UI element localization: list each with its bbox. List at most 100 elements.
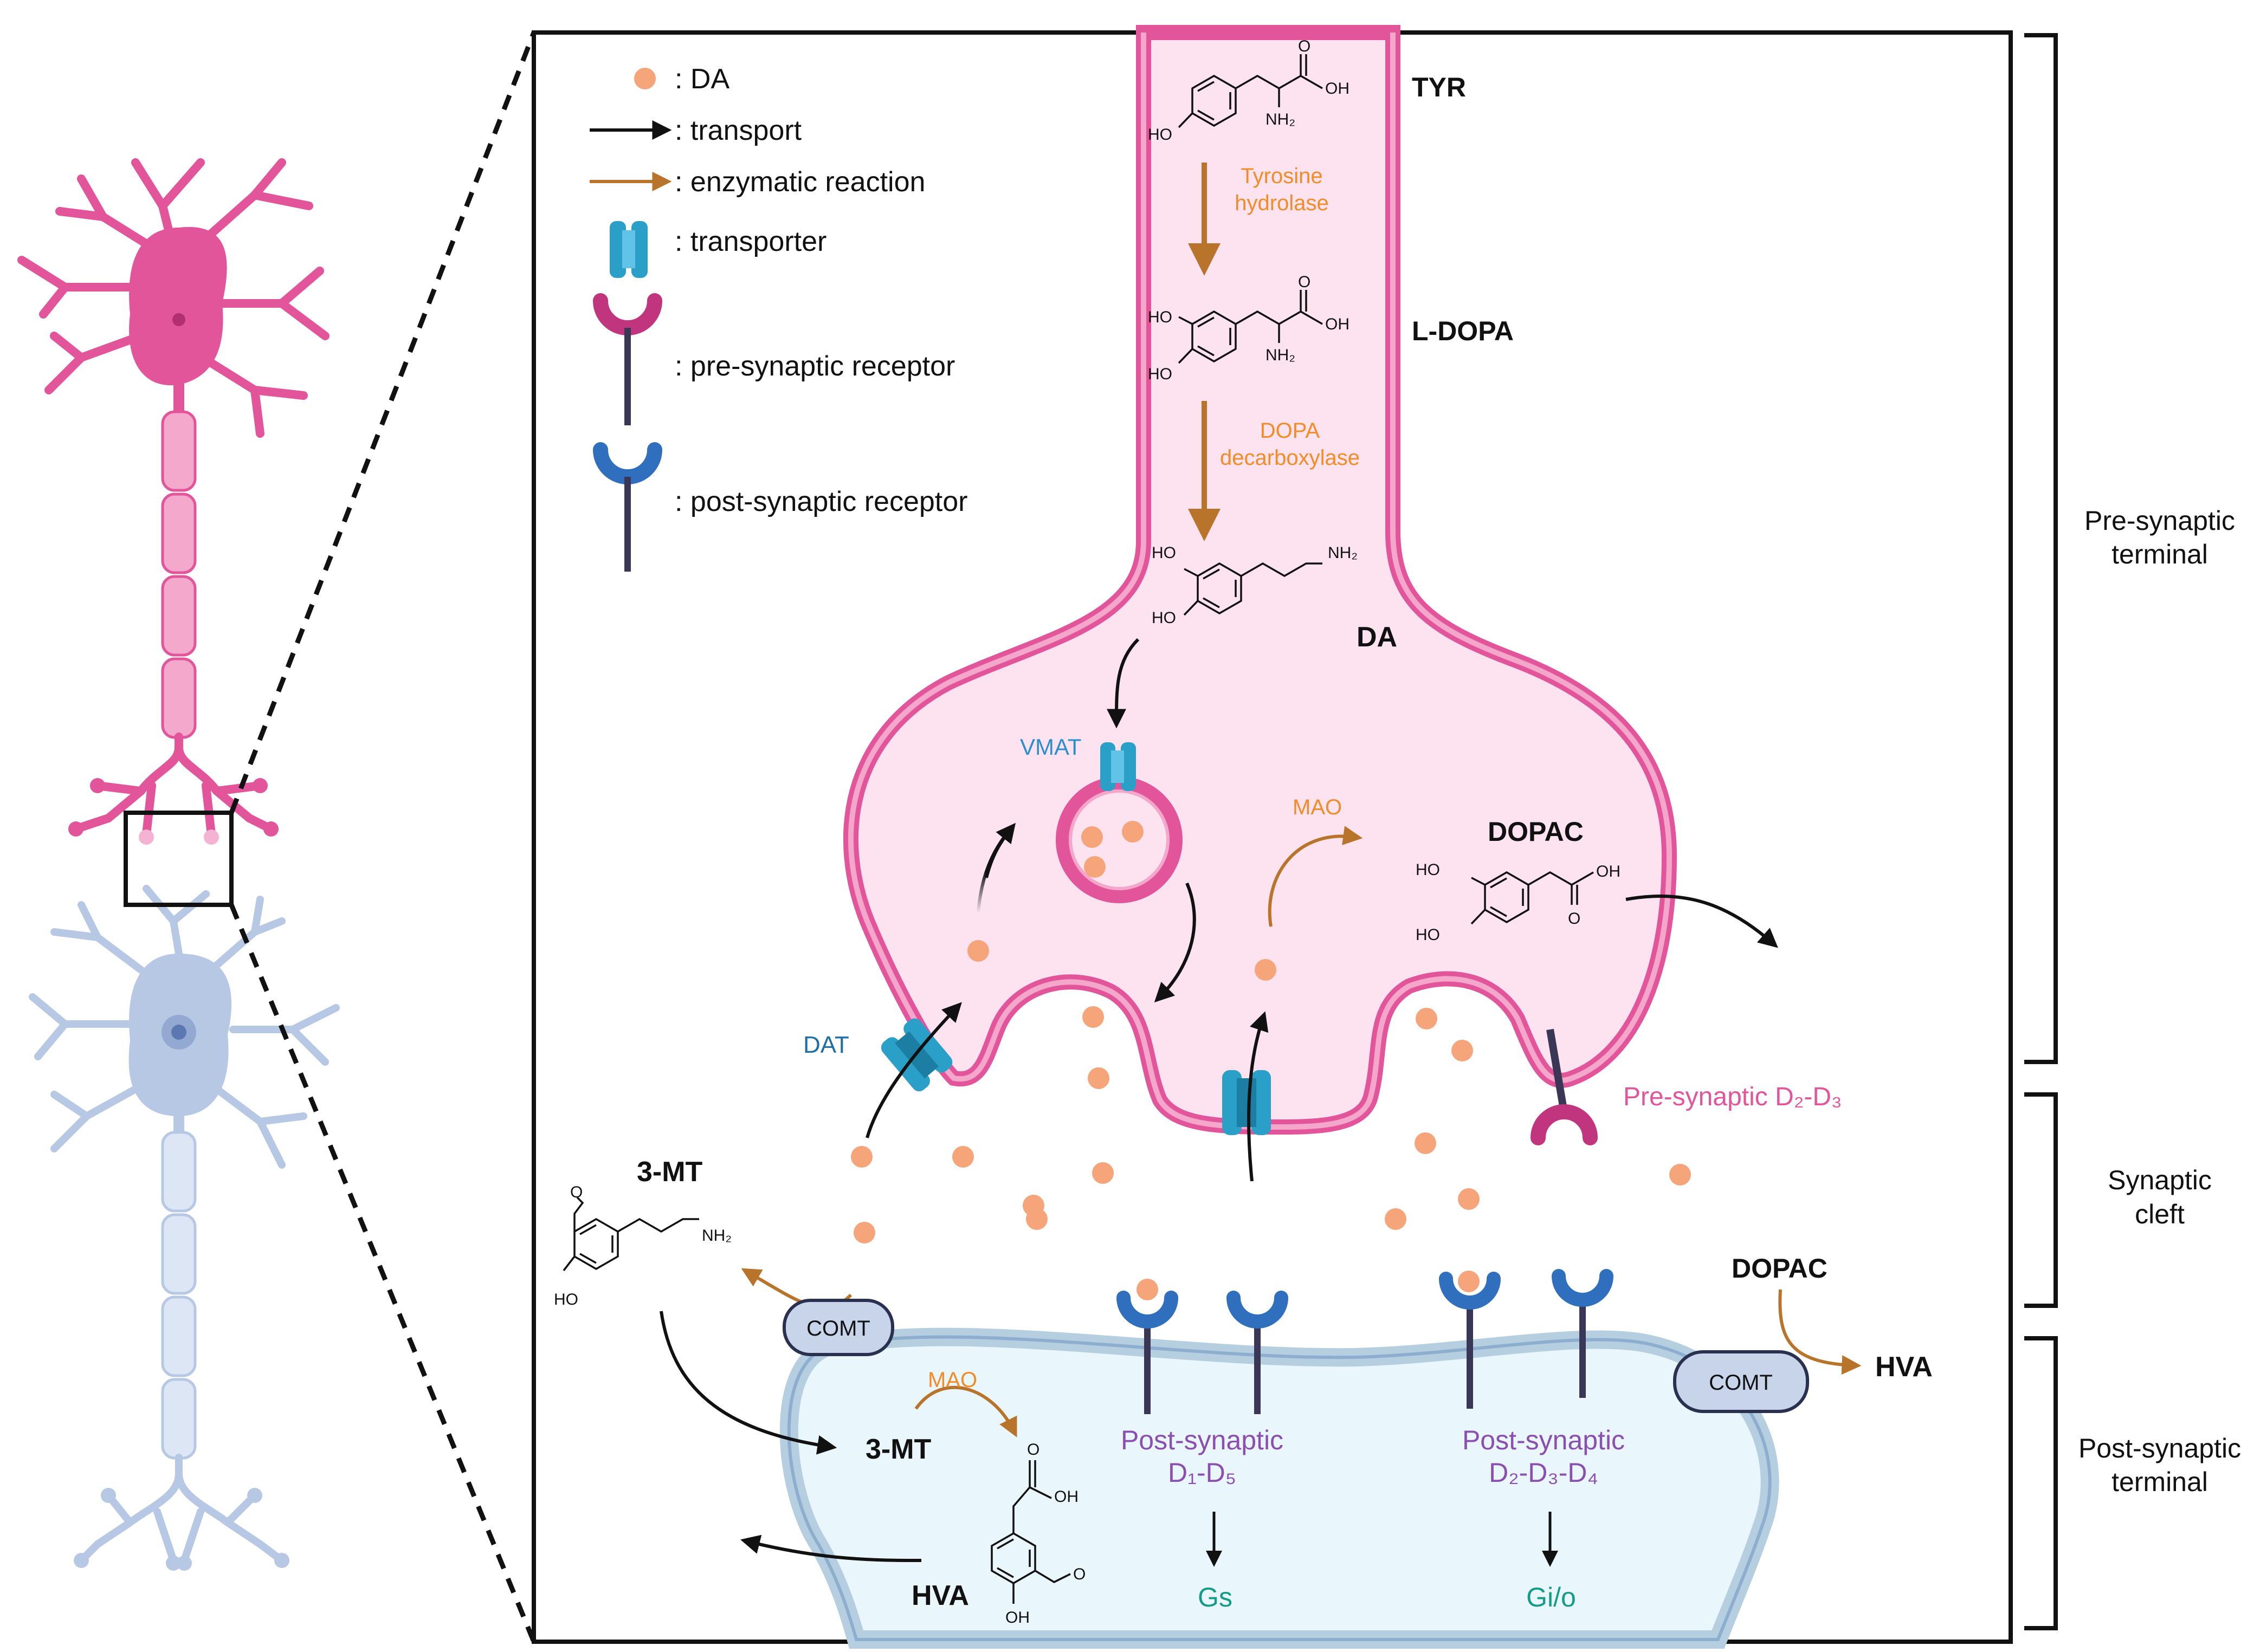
synaptic-cleft-bracket (2024, 1092, 2058, 1308)
dopamine-dot (1255, 959, 1276, 981)
post-d1d5-label-line1: Post-synaptic (1121, 1425, 1283, 1455)
3mt-nh2-label: NH₂ (702, 1227, 732, 1245)
mao-post-label: MAO (928, 1368, 977, 1392)
zoom-region-box (124, 811, 234, 907)
dopamine-dot (1088, 1067, 1109, 1089)
ldopa-o-label: O (1298, 273, 1310, 291)
pre-terminal-label-line2: terminal (2112, 539, 2208, 569)
dat-reuptake-arrow (866, 1002, 962, 1138)
3mt-ho-label: HO (554, 1291, 578, 1308)
pre-terminal-label-line1: Pre-synaptic (2084, 506, 2235, 536)
post-d1d5-label-line2: D₁-D₅ (1168, 1457, 1236, 1488)
ldopa-oh-label: OH (1325, 315, 1349, 333)
comt-left-enzyme (783, 1299, 894, 1356)
da-label: DA (1357, 621, 1397, 653)
post-terminal-label-line1: Post-synaptic (2078, 1433, 2241, 1463)
dopamine-dot (1122, 821, 1144, 843)
comt-right-label: COMT (1709, 1371, 1773, 1395)
post-d2d3d4-label-line1: Post-synaptic (1462, 1425, 1625, 1455)
dopamine-dot (1416, 1008, 1437, 1029)
dat-label: DAT (803, 1032, 849, 1058)
legend-post-receptor-icon (593, 442, 662, 572)
tyr-o-label: O (1298, 37, 1310, 55)
hva-post-label: HVA (912, 1580, 969, 1611)
legend-pre-receptor-label: : pre-synaptic receptor (675, 351, 955, 382)
zoom-line-top (229, 31, 537, 814)
tyrosine-hydrolase-label-line1: Tyrosine (1241, 164, 1322, 188)
dopamine-dot (1451, 1040, 1473, 1061)
legend-post-receptor-label: : post-synaptic receptor (675, 486, 967, 517)
dopamine-dot (854, 1222, 875, 1243)
dopamine-dot (967, 940, 989, 962)
gs-label: Gs (1198, 1582, 1232, 1612)
dopamine-dot (1458, 1271, 1480, 1292)
dopac-ho-bottom-label: HO (1416, 926, 1440, 944)
tyr-ho-label: HO (1148, 126, 1172, 144)
dopamine-dot (1385, 1208, 1406, 1230)
dopac-exit-arrow (1625, 894, 1778, 948)
ldopa-ho-bottom-label: HO (1148, 365, 1172, 383)
legend-enzymatic-label: : enzymatic reaction (675, 166, 925, 198)
da-ho-bottom-label: HO (1152, 609, 1176, 627)
da-structure: HO HO NH₂ (1152, 544, 1358, 627)
postsynaptic-neuron-illustration (29, 885, 340, 1571)
dopamine-dot (851, 1146, 873, 1168)
reuptake-arrow (1247, 1011, 1269, 1182)
comt-right-arrow (1778, 1289, 1862, 1375)
dopamine-molecules (851, 821, 1691, 1300)
legend-transporter-icon (610, 221, 648, 278)
dopac-structure: HO HO OH O (1416, 861, 1620, 944)
comt-left-label: COMT (806, 1317, 870, 1340)
dopamine-dot (1081, 826, 1103, 848)
vesicle-release-arrow (1154, 882, 1196, 1003)
3mt-o-label: O (570, 1183, 583, 1201)
synaptic-vesicle (1056, 776, 1183, 903)
3mt-cleft-label: 3-MT (637, 1156, 703, 1188)
reuptake-transporter-icon (1222, 1070, 1271, 1135)
dopa-decarboxylase-label-line1: DOPA (1260, 419, 1320, 443)
ldopa-ho-top-label: HO (1148, 308, 1172, 326)
tyr-label: TYR (1412, 72, 1466, 102)
post-terminal-label-line2: terminal (2112, 1467, 2208, 1497)
3mt-post-label: 3-MT (866, 1434, 932, 1465)
synaptic-cleft-label-line2: cleft (2135, 1199, 2185, 1229)
dopac-o-label: O (1568, 910, 1580, 928)
hva-oh-bottom-label: OH (1005, 1609, 1030, 1627)
da-to-vmat-arrow (1107, 638, 1140, 729)
dopac-ho-top-label: HO (1416, 861, 1440, 879)
mao-post-arrow (914, 1385, 1017, 1437)
ldopa-label: L-DOPA (1412, 316, 1514, 346)
dopamine-dot (1458, 1188, 1480, 1210)
dopamine-dot (1415, 1132, 1436, 1154)
synaptic-cleft-label-line1: Synaptic (2108, 1165, 2212, 1195)
dopamine-dot (1669, 1164, 1691, 1185)
presynaptic-d2d3-receptor-icon (1531, 1028, 1598, 1145)
post-d2d3d4-label-line2: D₂-D₃-D₄ (1489, 1457, 1598, 1488)
pre-terminal-bracket (2024, 33, 2058, 1064)
legend-da-dot (634, 68, 656, 89)
mao-pre-arrow (1268, 826, 1363, 927)
dopamine-dot (1084, 856, 1106, 878)
legend-transport-label: : transport (675, 115, 802, 146)
dopamine-dot (952, 1146, 974, 1168)
hva-right-label: HVA (1875, 1351, 1933, 1383)
ldopa-structure: HO HO O OH NH₂ (1148, 273, 1349, 383)
hva-exit-arrow (740, 1534, 922, 1562)
postsynaptic-d2d3d4-receptors (1439, 1269, 1613, 1409)
postsynaptic-d1d5-receptors (1116, 1291, 1288, 1414)
dat-to-vesicle-arrow (985, 822, 1016, 878)
dopamine-dot (1137, 1279, 1158, 1300)
ldopa-nh2-label: NH₂ (1265, 346, 1295, 364)
da-ho-top-label: HO (1152, 544, 1176, 562)
region-brackets (2024, 33, 2058, 1630)
post-terminal-bracket (2024, 1336, 2058, 1630)
legend: : DA : transport : enzymatic reaction : … (590, 63, 967, 572)
presynaptic-d2d3-label: Pre-synaptic D₂-D₃ (1623, 1083, 1842, 1111)
tyr-oh-label: OH (1325, 80, 1349, 98)
dopac-cleft-label: DOPAC (1732, 1253, 1828, 1284)
tyr-structure: HO O OH NH₂ (1148, 37, 1349, 144)
dopamine-dot (1092, 1162, 1114, 1184)
hva-structure: O OH O OH (991, 1441, 1086, 1627)
da-nh2-label: NH₂ (1328, 544, 1358, 562)
